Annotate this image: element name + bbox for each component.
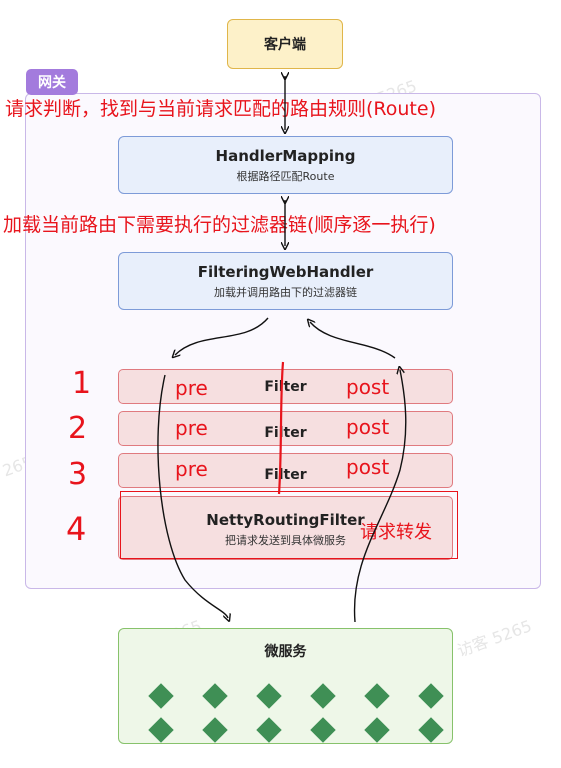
handler-mapping-title: HandlerMapping [215, 146, 356, 165]
handler-mapping-box: HandlerMapping 根据路径匹配Route [118, 136, 453, 194]
handler-mapping-subtitle: 根据路径匹配Route [236, 169, 335, 183]
filter-row-2: Filter [118, 411, 453, 446]
request-down-arrow [157, 374, 228, 618]
filter-row-3: Filter [118, 453, 453, 488]
filter-post-label: post [346, 375, 390, 399]
microservices-box: 微服务 [118, 628, 453, 744]
client-box: 客户端 [227, 19, 343, 69]
filter-name: Filter [264, 424, 307, 441]
pre-entry-arrow [175, 317, 269, 355]
filter-name: Filter [264, 378, 307, 395]
load-chain-annotation: 加载当前路由下需要执行的过滤器链(顺序逐一执行) [3, 214, 436, 236]
filter-post-label: post [346, 415, 390, 439]
microservices-title: 微服务 [264, 644, 307, 660]
filter-pre-label: pre [175, 376, 208, 400]
netty-routing-filter-box: NettyRoutingFilter 把请求发送到具体微服务 [118, 496, 453, 560]
post-exit-arrow [310, 322, 396, 359]
filter-row-1: Filter [118, 369, 453, 404]
web-handler-title: FilteringWebHandler [197, 262, 374, 281]
filter-post-label: post [346, 455, 390, 479]
filter-pre-label: pre [175, 416, 208, 440]
response-up-arrow [353, 370, 407, 623]
netty-highlight [120, 491, 458, 559]
web-handler-box: FilteringWebHandler 加载并调用路由下的过滤器链 [118, 252, 453, 310]
gateway-tag: 网关 [26, 69, 78, 95]
step-number: 2 [68, 411, 88, 446]
client-label: 客户端 [264, 37, 306, 53]
web-handler-subtitle: 加载并调用路由下的过滤器链 [214, 285, 357, 299]
step-number: 1 [72, 366, 92, 401]
step-number: 3 [68, 457, 88, 492]
netty-subtitle: 把请求发送到具体微服务 [225, 533, 346, 547]
netty-title: NettyRoutingFilter [206, 510, 365, 529]
forward-annotation: 请求转发 [360, 522, 432, 543]
pre-post-divider [277, 361, 285, 495]
filter-pre-label: pre [175, 457, 208, 481]
route-match-annotation: 请求判断，找到与当前请求匹配的路由规则(Route) [5, 98, 436, 120]
step-number: 4 [66, 510, 87, 548]
filter-name: Filter [264, 466, 307, 483]
